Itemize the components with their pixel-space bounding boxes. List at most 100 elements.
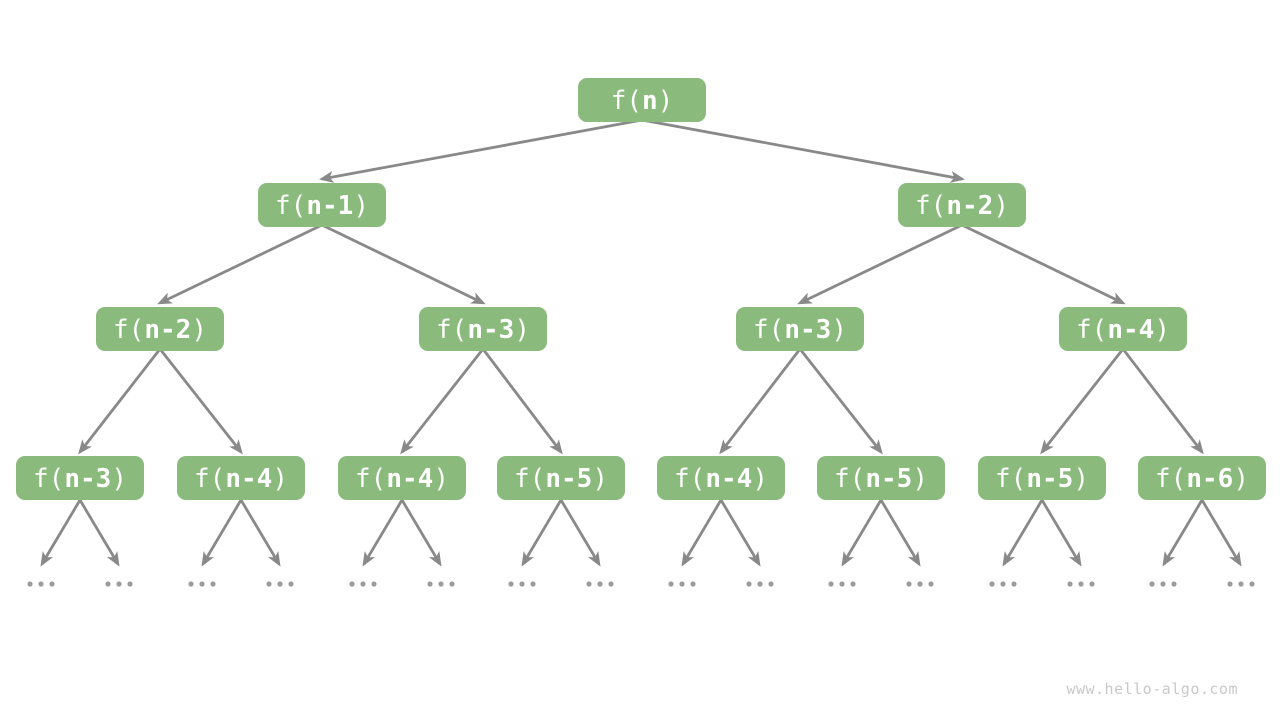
node-box: [898, 183, 1026, 227]
tree-node-f(n-5): f(n-5): [497, 456, 625, 500]
ellipsis: [427, 581, 455, 587]
tree-node-f(n-6): f(n-6): [1138, 456, 1266, 500]
node-label: f(n-5): [834, 464, 928, 494]
nodes: f(n)f(n-1)f(n-2)f(n-2)f(n-3)f(n-3)f(n-4)…: [16, 78, 1266, 500]
ellipsis-dot: [1078, 581, 1084, 587]
ellipsis: [349, 581, 377, 587]
ellipsis-dot: [1238, 581, 1244, 587]
tree-node-f(n-4): f(n-4): [1059, 307, 1187, 351]
tree-node-f(n-4): f(n-4): [338, 456, 466, 500]
node-label: f(n-2): [915, 191, 1009, 221]
edge-parent-to-child: [961, 223, 1126, 305]
tree-node-f(n-2): f(n-2): [898, 183, 1026, 227]
ellipsis-dot: [349, 581, 355, 587]
ellipsis-dot: [757, 581, 763, 587]
node-label: f(n-1): [275, 191, 369, 221]
edge-to-ellipsis: [400, 499, 442, 567]
edge-parent-to-child: [798, 348, 883, 455]
tree-node-f(n-4): f(n-4): [657, 456, 785, 500]
ellipsis-dot: [597, 581, 603, 587]
ellipsis-dot: [1171, 581, 1177, 587]
ellipsis-dot: [668, 581, 674, 587]
ellipsis-dot: [116, 581, 122, 587]
edge-to-ellipsis: [681, 499, 723, 567]
ellipsis-dot: [519, 581, 525, 587]
tree-node-f(n-5): f(n-5): [978, 456, 1106, 500]
edge-to-ellipsis: [1200, 499, 1242, 567]
edge-parent-to-child: [319, 118, 643, 183]
node-label: f(n-4): [1076, 315, 1170, 345]
ellipsis: [828, 581, 856, 587]
node-label: f(n-4): [194, 464, 288, 494]
ellipsis-dot: [438, 581, 444, 587]
edge-parent-to-child: [641, 118, 965, 183]
ellipsis-dot: [188, 581, 194, 587]
ellipsis-dot: [828, 581, 834, 587]
edge-to-ellipsis: [239, 499, 281, 567]
ellipsis-dot: [127, 581, 133, 587]
ellipsis-dot: [199, 581, 205, 587]
edge-parent-to-child: [400, 348, 485, 455]
ellipsis: [586, 581, 614, 587]
ellipsis-dot: [266, 581, 272, 587]
ellipsis: [668, 581, 696, 587]
ellipsis-dot: [49, 581, 55, 587]
node-label: f(n-4): [355, 464, 449, 494]
ellipsis: [746, 581, 774, 587]
tree-node-f(n-1): f(n-1): [258, 183, 386, 227]
ellipsis-dot: [105, 581, 111, 587]
ellipsis-dot: [288, 581, 294, 587]
ellipsis-dot: [427, 581, 433, 587]
edge-to-ellipsis: [879, 499, 921, 567]
tree-node-f(n-5): f(n-5): [817, 456, 945, 500]
node-box: [978, 456, 1106, 500]
ellipsis-dot: [530, 581, 536, 587]
edge-to-ellipsis: [201, 499, 243, 567]
ellipsis-dot: [839, 581, 845, 587]
ellipsis-dot: [1249, 581, 1255, 587]
ellipsis-dot: [928, 581, 934, 587]
edge-to-ellipsis: [78, 499, 120, 567]
node-box: [497, 456, 625, 500]
ellipsis-dot: [989, 581, 995, 587]
ellipsis: [266, 581, 294, 587]
ellipsis-dot: [1160, 581, 1166, 587]
ellipsis-dot: [1149, 581, 1155, 587]
ellipsis: [906, 581, 934, 587]
edge-parent-to-child: [78, 348, 162, 455]
node-label: f(n-5): [995, 464, 1089, 494]
edge-to-ellipsis: [719, 499, 761, 567]
node-label: f(n-3): [436, 315, 530, 345]
edge-parent-to-child: [1121, 348, 1204, 455]
ellipsis-dot: [906, 581, 912, 587]
ellipsis: [188, 581, 216, 587]
ellipsis-dot: [371, 581, 377, 587]
ellipsis: [105, 581, 133, 587]
edge-parent-to-child: [481, 348, 563, 455]
ellipsis-dot: [917, 581, 923, 587]
edge-parent-to-child: [158, 348, 243, 455]
node-label: f(n-4): [674, 464, 768, 494]
node-box: [177, 456, 305, 500]
ellipsis: [1149, 581, 1177, 587]
node-box: [96, 307, 224, 351]
node-label: f(n-5): [514, 464, 608, 494]
edge-to-ellipsis: [1040, 499, 1082, 567]
node-box: [657, 456, 785, 500]
ellipsis-dot: [449, 581, 455, 587]
node-box: [419, 307, 547, 351]
ellipsis-dot: [27, 581, 33, 587]
ellipsis-dot: [690, 581, 696, 587]
node-box: [258, 183, 386, 227]
ellipsis-dot: [210, 581, 216, 587]
ellipsis-dot: [1227, 581, 1233, 587]
node-box: [736, 307, 864, 351]
edge-to-ellipsis: [1002, 499, 1044, 567]
edge-parent-to-child: [719, 348, 802, 455]
ellipsis-dot: [1067, 581, 1073, 587]
ellipsis: [27, 581, 55, 587]
node-box: [1059, 307, 1187, 351]
ellipsis-dot: [768, 581, 774, 587]
